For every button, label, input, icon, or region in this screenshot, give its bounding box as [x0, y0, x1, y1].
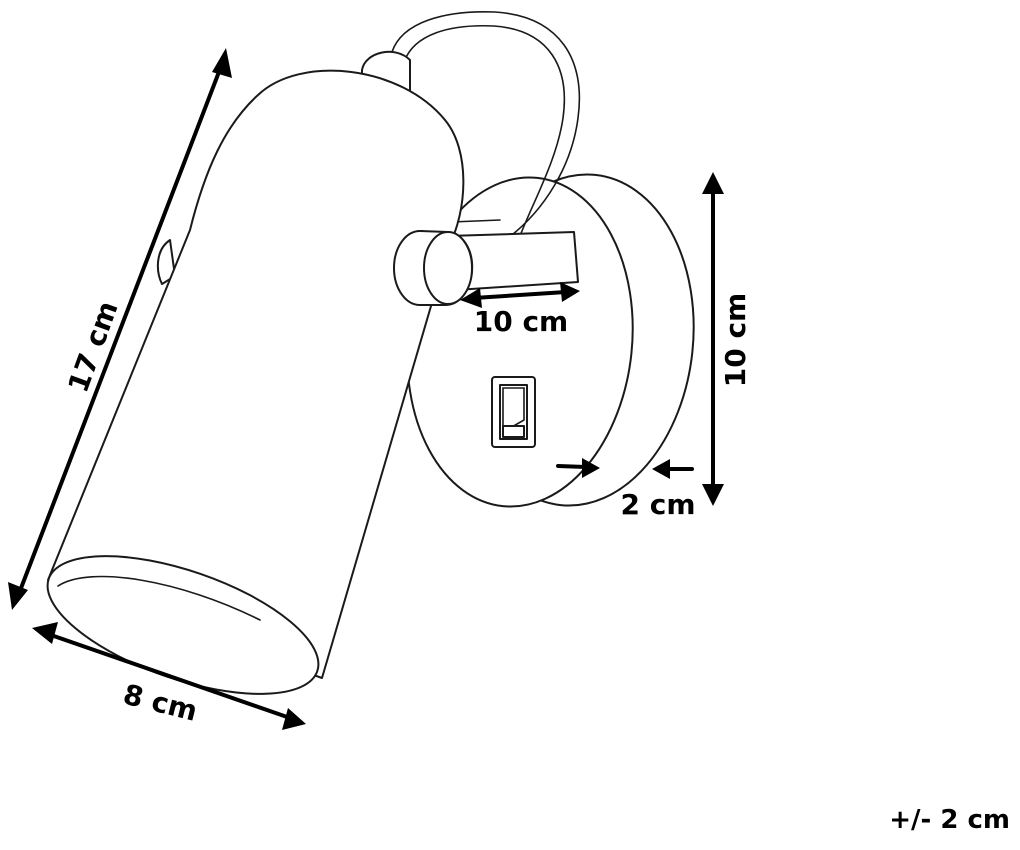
rocker-switch[interactable] [491, 376, 536, 448]
plate-depth-label: 2 cm [620, 488, 695, 521]
shade-diameter-label: 8 cm [120, 678, 201, 728]
plate-height-label: 10 cm [719, 293, 752, 388]
power-cable [391, 10, 581, 239]
pivot-knob [393, 230, 474, 306]
dimension-bracket-width: 10 cm [460, 282, 580, 338]
dimension-plate-height: 10 cm [702, 172, 752, 506]
tolerance-note: +/- 2 cm [889, 805, 1010, 835]
lamp-shade [46, 50, 465, 695]
dimension-plate-depth: 2 cm [556, 458, 696, 521]
bracket-width-label: 10 cm [474, 305, 569, 338]
